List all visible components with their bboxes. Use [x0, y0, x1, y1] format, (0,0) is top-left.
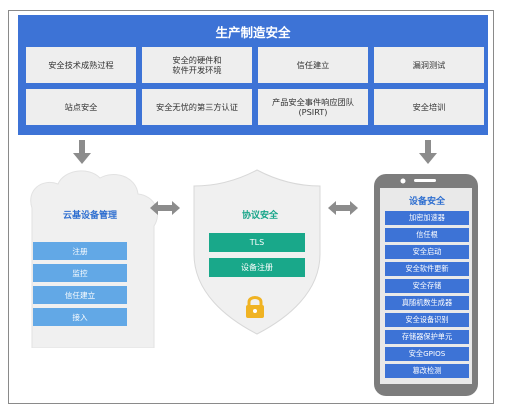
- cloud-item-access: 接入: [33, 308, 127, 326]
- device-item-root-of-trust: 信任根: [385, 228, 469, 242]
- lock-icon: [246, 296, 264, 318]
- down-arrow-icon: [73, 140, 91, 164]
- device-title: 设备安全: [408, 197, 445, 207]
- top-item-vuln-testing: 漏洞测试: [374, 47, 484, 83]
- panel-title: 生产制造安全: [215, 25, 291, 40]
- device-item-secure-id: 安全设备识别: [385, 313, 469, 327]
- device-item-mpu: 存储器保护单元: [385, 330, 469, 344]
- top-item-third-party-cert: 安全无忧的第三方认证: [142, 89, 252, 125]
- cloud-title: 云基设备管理: [62, 211, 117, 221]
- top-item-psirt: 产品安全事件响应团队 (PSIRT): [258, 89, 368, 125]
- device-item-tamper-detect: 篡改检测: [385, 364, 469, 378]
- top-item-maturity: 安全技术成熟过程: [26, 47, 136, 83]
- down-arrow-icon: [419, 140, 437, 164]
- device-item-secure-gpio: 安全GPIOS: [385, 347, 469, 361]
- device-item-secure-boot: 安全启动: [385, 245, 469, 259]
- device-item-secure-storage: 安全存储: [385, 279, 469, 293]
- top-item-trust: 信任建立: [258, 47, 368, 83]
- device-item-trng: 真随机数生成器: [385, 296, 469, 310]
- production-security-panel: 生产制造安全 安全技术成熟过程 安全的硬件和 软件开发环境 信任建立 漏洞测试 …: [18, 15, 488, 135]
- cloud-item-monitor: 监控: [33, 264, 127, 282]
- device-item-secure-update: 安全软件更新: [385, 262, 469, 276]
- shield-shape: [193, 169, 321, 335]
- cloud-item-register: 注册: [33, 242, 127, 260]
- top-item-training: 安全培训: [374, 89, 484, 125]
- protocol-item-tls: TLS: [209, 233, 305, 252]
- top-item-site-security: 站点安全: [26, 89, 136, 125]
- top-item-dev-environment: 安全的硬件和 软件开发环境: [142, 47, 252, 83]
- double-arrow-icon: [328, 201, 358, 215]
- cloud-item-trust: 信任建立: [33, 286, 127, 304]
- protocol-title: 协议安全: [241, 211, 278, 221]
- double-arrow-icon: [150, 201, 180, 215]
- protocol-item-device-register: 设备注册: [209, 258, 305, 277]
- device-item-crypto-accelerator: 加密加速器: [385, 211, 469, 225]
